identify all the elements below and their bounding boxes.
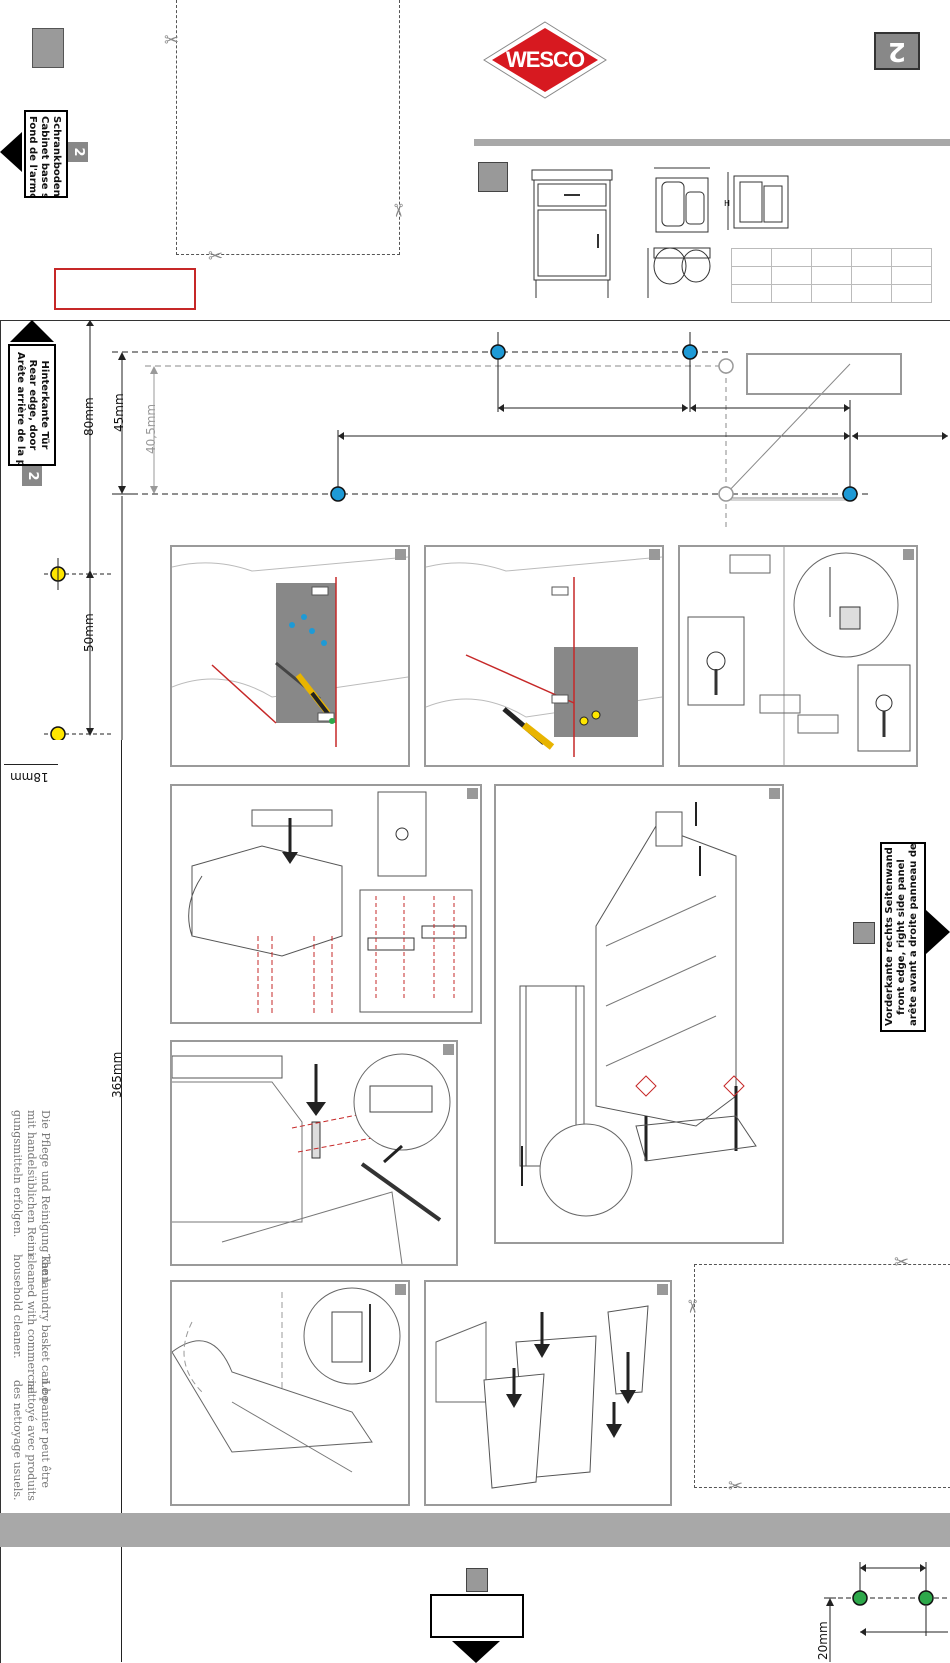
care-fr-line3: des nettoyage usuels.	[11, 1380, 24, 1501]
spec-table	[731, 248, 932, 303]
svg-text:H: H	[724, 199, 730, 208]
step-panel-5	[494, 784, 784, 1244]
logo-text: WESCO	[506, 47, 585, 72]
main-frame	[0, 320, 950, 1663]
step-panel-6	[170, 1040, 458, 1266]
dim-80mm: 80mm	[82, 397, 96, 436]
care-fr-line2: nettoyé avec produits	[25, 1380, 38, 1501]
bin-front-view	[646, 244, 716, 302]
gray-marker-square	[466, 1568, 488, 1592]
red-outline-box	[54, 268, 196, 310]
dim-20mm: 20mm	[816, 1621, 830, 1660]
bin-top-view	[652, 164, 712, 236]
dim-50mm: 50mm	[82, 613, 96, 652]
step-panel-8	[424, 1280, 672, 1506]
step-panel-7	[170, 1280, 410, 1506]
header-rule	[474, 139, 950, 146]
cabinet-base-badge: 2	[68, 142, 88, 162]
triangle-up-icon	[10, 320, 54, 342]
cutout-template-dashed	[694, 1264, 950, 1488]
step-panel-4	[170, 784, 482, 1024]
scissors-icon: ✂	[681, 1298, 703, 1315]
scissors-icon: ✂	[387, 202, 409, 219]
step-panel-2	[424, 545, 664, 767]
callout-box	[746, 353, 902, 395]
care-text-block: Die Pflege und Reinigung kann mit handel…	[11, 1110, 52, 1501]
cabinet-base-label-box: Schrankboden Cabinet base shelf Fond de …	[24, 110, 68, 198]
scissors-icon: ✂	[728, 1476, 744, 1497]
dim-45mm: 45mm	[112, 393, 126, 432]
gray-marker-square	[478, 162, 508, 192]
cabinet-base-template-area: Schrankboden Cabinet base shelf Fond de …	[0, 0, 448, 310]
bin-side-view: H	[724, 170, 794, 234]
cabinet-base-en: Cabinet base shelf	[39, 116, 50, 198]
triangle-left-icon	[0, 132, 22, 172]
scissors-icon: ✂	[164, 30, 180, 51]
dim-365-line	[121, 740, 122, 1662]
dim-18mm-line	[4, 764, 58, 765]
dim-40-5mm: 40,5mm	[144, 403, 158, 454]
right-panel-label-box: Vorderkante rechts Seitenwand front edge…	[880, 842, 926, 1032]
triangle-right-icon	[926, 910, 950, 954]
bottom-drilling-template	[824, 1562, 950, 1662]
triangle-down-icon	[452, 1641, 500, 1663]
scissors-icon: ✂	[894, 1252, 910, 1273]
cutout-template-dashed	[176, 0, 400, 255]
dim-18mm: 18mm	[10, 770, 49, 784]
care-fr-line1: Le panier peut être	[39, 1380, 52, 1489]
page-number-badge: 2	[874, 32, 920, 70]
gray-marker-square	[853, 922, 875, 944]
step-panel-1	[170, 545, 410, 767]
cabinet-base-de: Schrankboden	[51, 116, 62, 197]
scissors-icon: ✂	[208, 246, 224, 267]
rear-edge-label-box: Hinterkante Tür Rear edge, door Arête ar…	[8, 344, 56, 466]
right-panel-de: Vorderkante rechts Seitenwand	[884, 847, 895, 1026]
right-panel-en: front edge, right side panel	[896, 859, 907, 1015]
step-panel-3	[678, 545, 918, 767]
drilling-template	[44, 320, 948, 740]
dim-365mm: 365mm	[110, 1051, 124, 1098]
wesco-logo: WESCO	[482, 20, 608, 100]
bottom-label-box	[430, 1594, 524, 1638]
right-panel-fr: arête avant a droite panneau de côté	[908, 842, 919, 1026]
gray-marker-square	[32, 28, 64, 68]
gray-band	[0, 1513, 950, 1547]
cabinet-illustration	[530, 168, 614, 300]
cabinet-base-fr: Fond de l'armoire	[27, 116, 38, 198]
